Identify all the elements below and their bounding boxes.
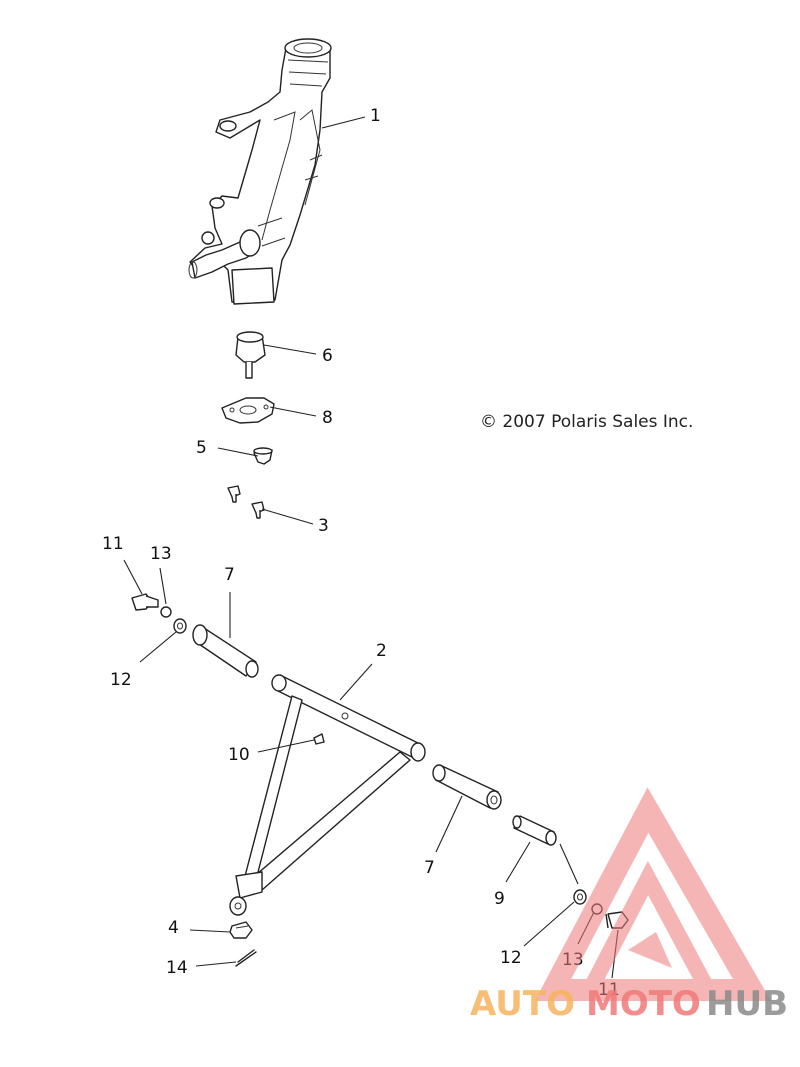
ball-joint-part	[235, 331, 266, 379]
callout-5: 5	[196, 438, 207, 458]
copyright-text: © 2007 Polaris Sales Inc.	[480, 412, 693, 432]
callout-6: 6	[322, 346, 333, 366]
spindle-part	[188, 38, 332, 305]
callout-8: 8	[322, 408, 333, 428]
callout-12-left: 12	[110, 670, 132, 690]
screw-parts	[227, 485, 265, 519]
left-bolt-hardware	[131, 593, 187, 634]
callout-10: 10	[228, 745, 250, 765]
nut-part	[229, 921, 253, 939]
left-bushing-part	[192, 624, 259, 678]
callout-9: 9	[494, 889, 505, 909]
watermark-moto-text: MOTO	[586, 984, 701, 1024]
callout-1: 1	[370, 106, 381, 126]
callout-12-right: 12	[500, 948, 522, 968]
right-bushing-part	[432, 764, 502, 810]
watermark-logo: AUTO MOTO HUB	[470, 787, 788, 1024]
callout-2: 2	[376, 641, 387, 661]
callout-3: 3	[318, 516, 329, 536]
callout-13-left: 13	[150, 544, 172, 564]
leader-lines	[123, 116, 619, 979]
callout-11-left: 11	[102, 534, 124, 554]
retainer-part	[253, 447, 273, 465]
watermark-triangle-icon	[534, 787, 772, 1001]
cotter-pin-part	[235, 949, 257, 967]
watermark-auto-text: AUTO	[470, 984, 575, 1024]
callout-labels: 1 6 8 5 3 11 13 7 12 2 10 7 9 12 13 11 4…	[102, 106, 620, 1000]
a-arm-part	[229, 674, 426, 916]
callout-4: 4	[168, 918, 179, 938]
sleeve-part	[512, 815, 557, 846]
watermark-hub-text: HUB	[706, 984, 788, 1024]
callout-7-right: 7	[424, 858, 435, 878]
plate-part	[221, 397, 275, 424]
callout-14: 14	[166, 958, 188, 978]
callout-7-left: 7	[224, 565, 235, 585]
